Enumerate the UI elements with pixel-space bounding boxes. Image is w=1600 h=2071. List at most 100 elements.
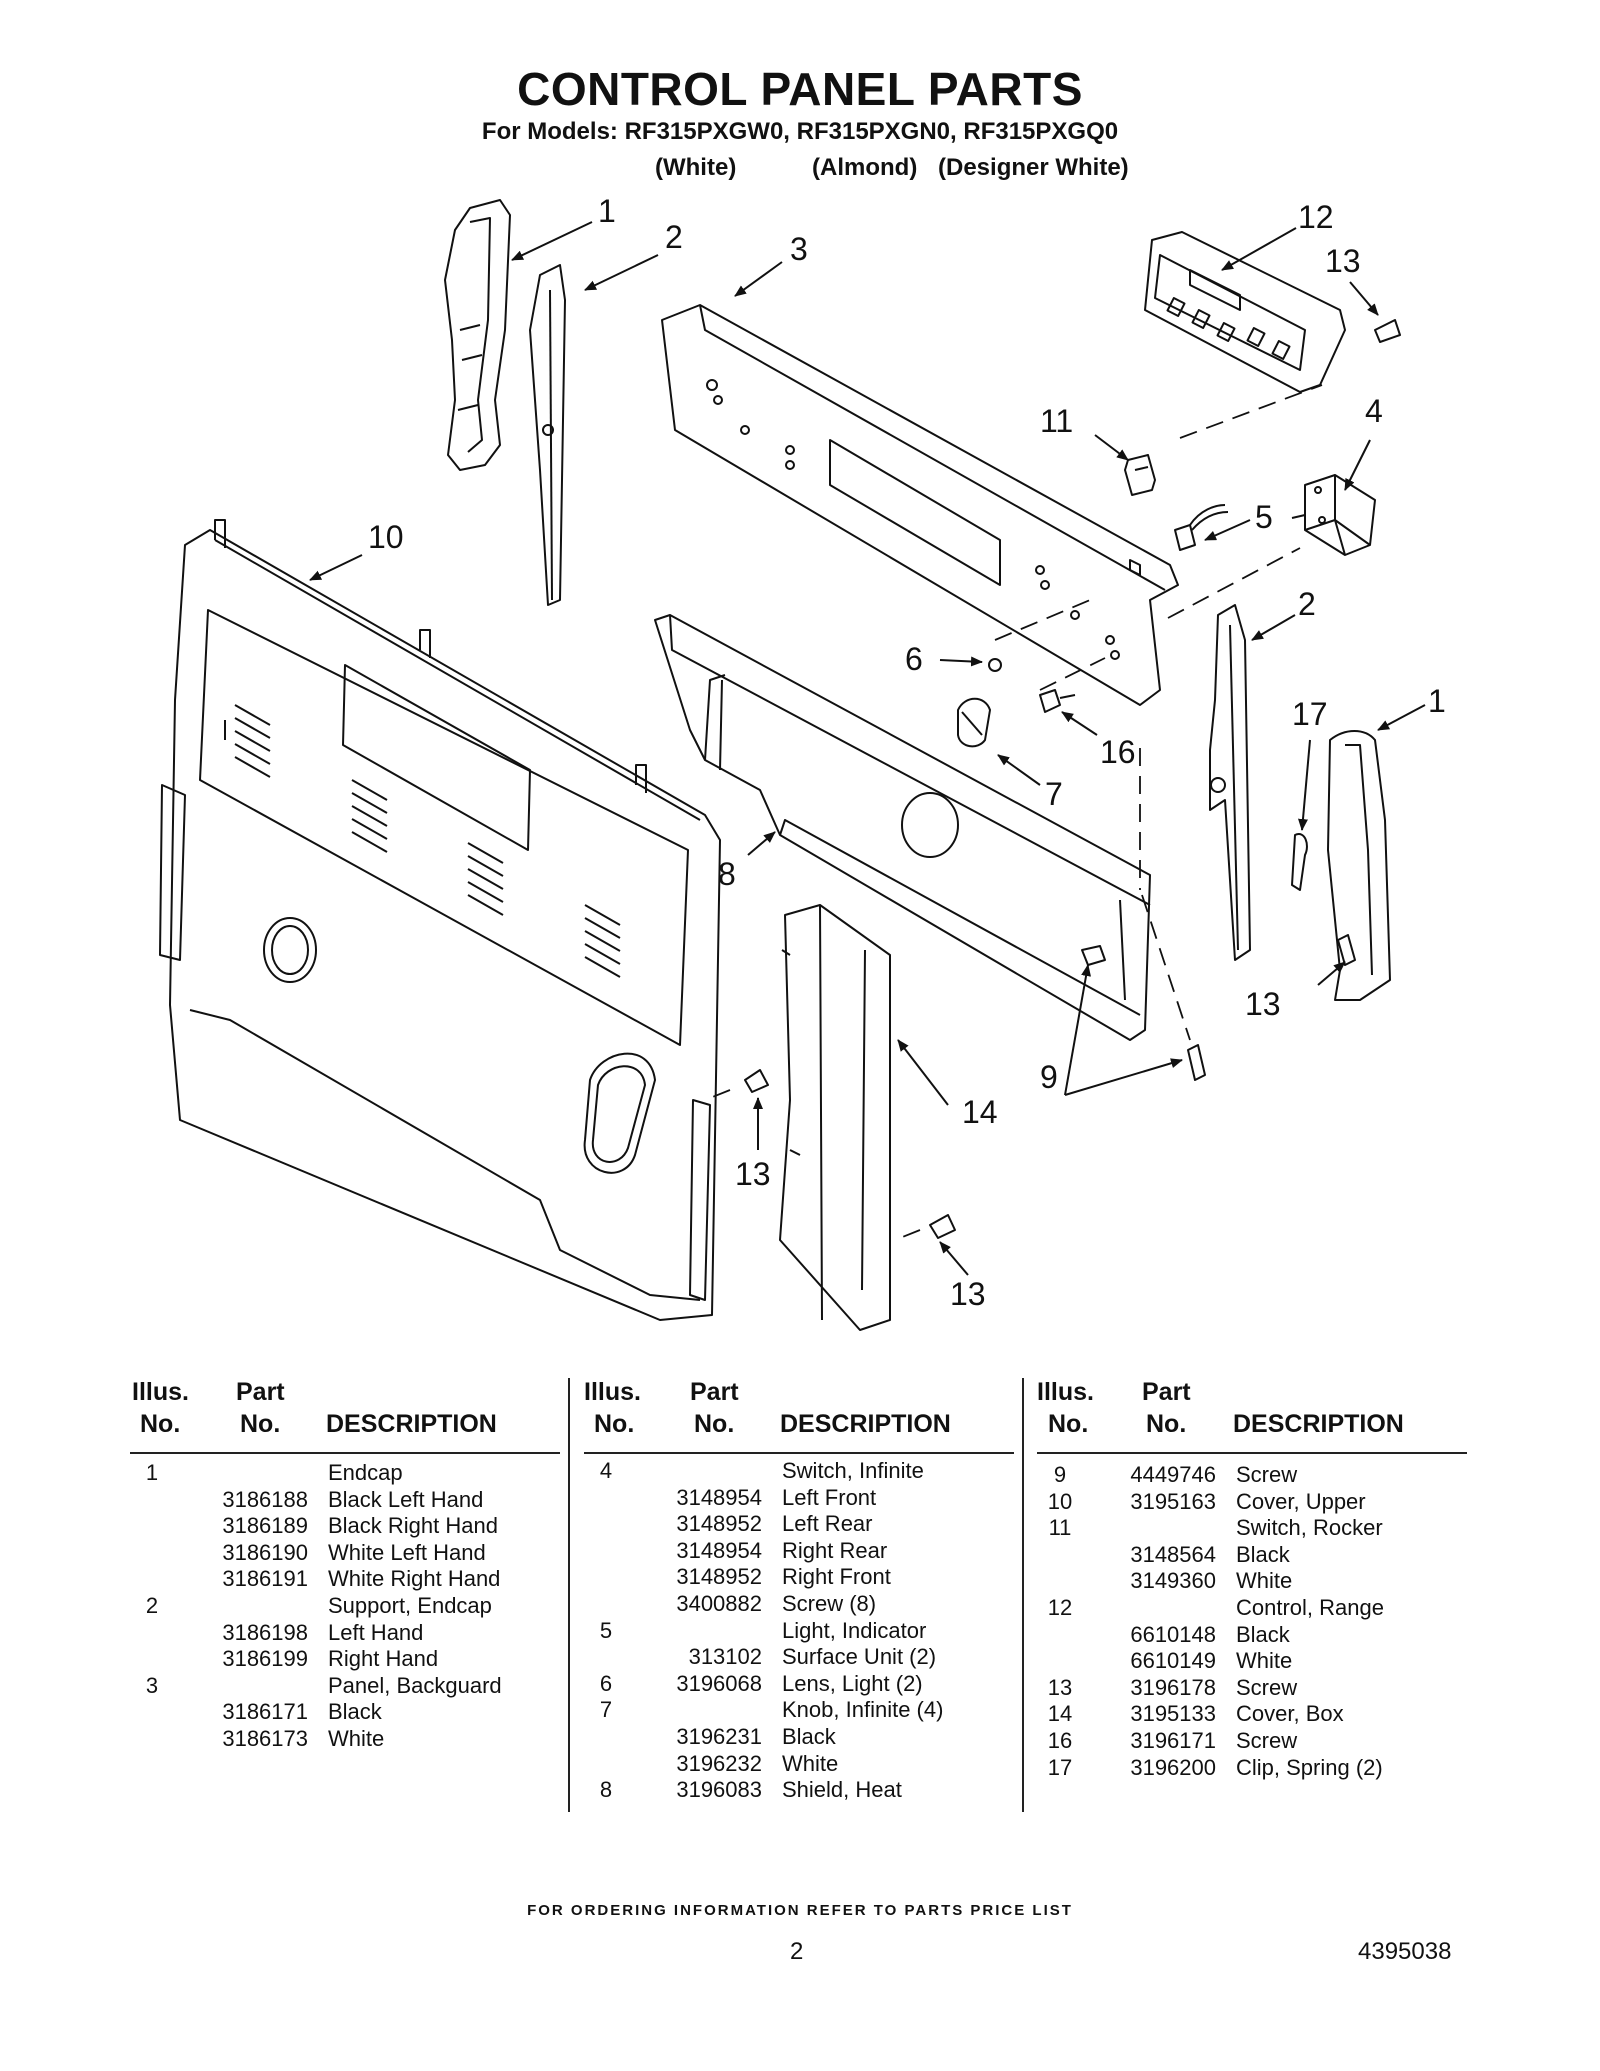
indicator-light-part	[1174, 504, 1229, 551]
part-description: Right Hand	[328, 1646, 439, 1672]
callout-13-left: 13	[735, 1156, 771, 1192]
part-description: Screw	[1236, 1728, 1298, 1753]
callout-2-left: 2	[665, 219, 683, 255]
part-description: White	[1236, 1568, 1293, 1594]
part-number: 3196171	[1130, 1728, 1216, 1753]
callout-12: 12	[1298, 199, 1334, 235]
part-description: Surface Unit (2)	[782, 1644, 937, 1670]
box-cover-part	[779, 904, 891, 1331]
part-description: White	[328, 1726, 385, 1751]
callout-7: 7	[1045, 776, 1063, 812]
part-number: 3149360	[1130, 1568, 1216, 1594]
screw-parts	[744, 319, 1401, 1239]
callout-9: 9	[1040, 1059, 1058, 1095]
illus-number: 1	[145, 1460, 159, 1485]
part-number: 3400882	[676, 1591, 762, 1616]
part-number: 3186190	[222, 1539, 308, 1565]
infinite-switch-part	[1291, 474, 1376, 556]
callout-labels: 1 2 3 12 13 11 4 5 10 2 6 17 1 16 7 8 13…	[368, 193, 1446, 1312]
header-rule	[130, 1452, 560, 1454]
part-description: Panel, Backguard	[328, 1672, 502, 1698]
part-number: 3186189	[222, 1513, 308, 1539]
range-control-part	[1144, 231, 1346, 393]
callout-14: 14	[962, 1094, 998, 1130]
left-support-part	[529, 264, 566, 606]
column-divider	[568, 1378, 570, 1812]
illus-number: 9	[1053, 1462, 1067, 1487]
callout-16: 16	[1100, 734, 1136, 770]
part-description: Left Hand	[328, 1619, 424, 1645]
upper-cover-part	[159, 519, 721, 1321]
part-description: Shield, Heat	[782, 1777, 902, 1803]
left-endcap-part	[444, 199, 511, 471]
part-number: 3186198	[222, 1619, 308, 1645]
part-description: Black	[1236, 1541, 1290, 1567]
part-description: White Left Hand	[328, 1539, 486, 1565]
header-illus-no: No.	[140, 1410, 181, 1438]
callout-8: 8	[718, 856, 736, 892]
header-part: Part	[236, 1378, 285, 1406]
variant-almond: (Almond)	[812, 154, 918, 181]
part-description: Clip, Spring (2)	[1236, 1754, 1383, 1780]
header-part-no: No.	[240, 1410, 281, 1438]
callout-11: 11	[1040, 403, 1073, 439]
header-part-no: No.	[694, 1410, 735, 1438]
part-number: 6610149	[1130, 1648, 1216, 1674]
part-description: Black	[782, 1724, 836, 1749]
part-description: Right Rear	[782, 1537, 888, 1563]
part-number: 3186188	[222, 1486, 308, 1512]
part-number: 3195133	[1130, 1701, 1216, 1727]
document-number: 4395038	[1358, 1938, 1452, 1965]
part-description: Black Right Hand	[328, 1513, 498, 1539]
header-illus: Illus.	[132, 1378, 189, 1406]
header-description: DESCRIPTION	[780, 1410, 951, 1438]
part-description: Black	[1236, 1621, 1290, 1647]
callout-10: 10	[368, 519, 404, 555]
part-description: Switch, Rocker	[1236, 1515, 1383, 1541]
part-number: 4449746	[1130, 1462, 1216, 1487]
page-number: 2	[790, 1938, 804, 1965]
variant-white: (White)	[655, 154, 737, 181]
ordering-note: FOR ORDERING INFORMATION REFER TO PARTS …	[527, 1902, 1073, 1919]
part-number: 3148954	[676, 1484, 762, 1510]
part-description: Left Rear	[782, 1511, 873, 1537]
heat-shield-part	[654, 614, 1151, 1041]
model-list: For Models: RF315PXGW0, RF315PXGN0, RF31…	[481, 118, 1119, 145]
part-number: 3186173	[222, 1726, 308, 1751]
illus-number: 12	[1047, 1595, 1073, 1620]
small-hardware-parts	[957, 658, 1076, 748]
part-description: Knob, Infinite (4)	[782, 1697, 944, 1723]
part-description: Left Front	[782, 1484, 877, 1510]
illus-number: 17	[1047, 1754, 1073, 1780]
part-description: Screw	[1236, 1462, 1298, 1487]
part-description: Cover, Box	[1236, 1701, 1344, 1727]
part-number: 3148954	[676, 1537, 762, 1563]
illus-number: 16	[1047, 1728, 1073, 1753]
callout-2-right: 2	[1298, 586, 1316, 622]
illus-number: 7	[599, 1697, 613, 1723]
header-part: Part	[1142, 1378, 1191, 1406]
part-number: 6610148	[1130, 1621, 1216, 1647]
callout-13-right: 13	[1245, 986, 1281, 1022]
part-description: Black Left Hand	[328, 1486, 484, 1512]
header-illus: Illus.	[584, 1378, 641, 1406]
part-number: 3148564	[1130, 1541, 1216, 1567]
right-endcap-part	[1327, 730, 1391, 1001]
header-description: DESCRIPTION	[326, 1410, 497, 1438]
part-description: Switch, Infinite	[782, 1458, 924, 1483]
part-description: Lens, Light (2)	[782, 1670, 923, 1696]
callout-4: 4	[1365, 393, 1383, 429]
part-description: Cover, Upper	[1236, 1488, 1366, 1514]
part-description: Screw	[1236, 1674, 1298, 1700]
rocker-switch-part	[1124, 454, 1156, 496]
part-number: 3196200	[1130, 1754, 1216, 1780]
leader-lines	[309, 221, 1426, 1276]
part-description: Light, Indicator	[782, 1617, 927, 1643]
illus-number: 11	[1048, 1515, 1072, 1541]
illus-number: 10	[1047, 1488, 1073, 1514]
part-number: 3196068	[676, 1670, 762, 1696]
exploded-parts-diagram: 1 2 3 12 13 11 4 5 10 2 6 17 1 16 7 8 13…	[159, 193, 1446, 1331]
illus-number: 3	[145, 1672, 159, 1698]
header-description: DESCRIPTION	[1233, 1410, 1404, 1438]
header-illus-no: No.	[1048, 1410, 1089, 1438]
